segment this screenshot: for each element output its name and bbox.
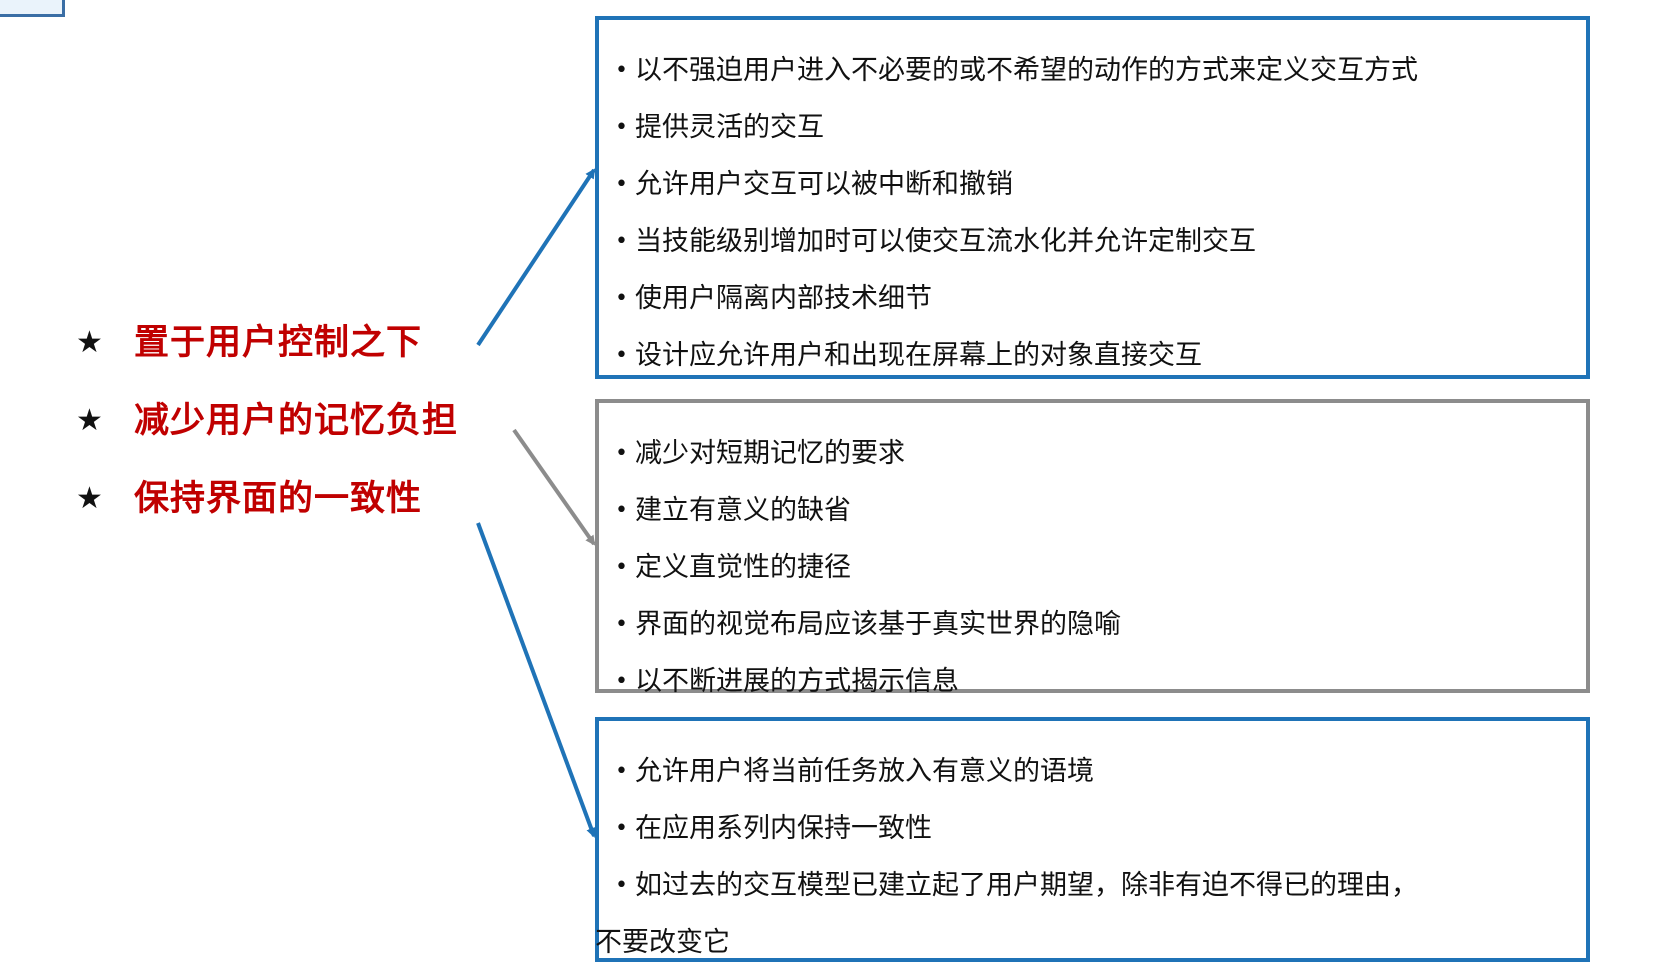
guideline-item: • 允许用户交互可以被中断和撤销 xyxy=(615,156,1568,213)
guideline-continuation: 不要改变它 xyxy=(595,914,1568,971)
bullet-icon: • xyxy=(615,669,628,694)
connector-memory-load xyxy=(512,428,596,546)
bullet-icon: • xyxy=(615,115,628,140)
guideline-text: 使用户隔离内部技术细节 xyxy=(635,283,932,314)
guideline-text: 减少对短期记忆的要求 xyxy=(635,438,905,469)
guideline-list: • 允许用户将当前任务放入有意义的语境 • 在应用系列内保持一致性 • 如过去的交互模… xyxy=(595,743,1568,971)
guideline-item: • 建立有意义的缺省 xyxy=(615,482,1568,539)
guideline-text: 以不断进展的方式揭示信息 xyxy=(635,666,959,697)
user-control-guidelines-box: •以不强迫用户进入不必要的或不希望的动作的方式来定义交互方式 •提供灵活的交互 … xyxy=(595,16,1590,379)
guideline-list: •以不强迫用户进入不必要的或不希望的动作的方式来定义交互方式 •提供灵活的交互 … xyxy=(615,42,1568,384)
connector-user-control xyxy=(476,168,596,347)
bullet-icon: • xyxy=(615,441,628,466)
bullet-icon: • xyxy=(615,555,628,580)
bullet-icon: • xyxy=(615,873,628,898)
principle-label: 置于用户控制之下 xyxy=(134,323,423,363)
principle-memory-load: ★ 减少用户的记忆负担 xyxy=(76,400,458,478)
principle-consistency: ★ 保持界面的一致性 xyxy=(76,478,458,556)
guideline-text: 以不强迫用户进入不必要的或不希望的动作的方式来定义交互方式 xyxy=(635,55,1418,86)
guideline-text: 当技能级别增加时可以使交互流水化并允许定制交互 xyxy=(635,226,1256,257)
guideline-text: 不要改变它 xyxy=(595,927,730,958)
guideline-item: • 减少对短期记忆的要求 xyxy=(615,425,1568,482)
guideline-item: • 设计应允许用户和出现在屏幕上的对象直接交互 xyxy=(615,327,1568,384)
bullet-icon: • xyxy=(615,759,628,784)
guideline-item: • 使用户隔离内部技术细节 xyxy=(615,270,1568,327)
star-icon: ★ xyxy=(76,325,103,360)
bullet-icon: • xyxy=(615,229,628,254)
guideline-item: • 以不断进展的方式揭示信息 xyxy=(615,653,1568,710)
guideline-item: • 界面的视觉布局应该基于真实世界的隐喻 xyxy=(615,596,1568,653)
guideline-text: 界面的视觉布局应该基于真实世界的隐喻 xyxy=(635,609,1121,640)
bullet-icon: • xyxy=(615,286,628,311)
guideline-text: 允许用户交互可以被中断和撤销 xyxy=(635,169,1013,200)
memory-load-guidelines-box: • 减少对短期记忆的要求 • 建立有意义的缺省 • 定义直觉性的捷径 • 界面的视觉布局… xyxy=(595,399,1590,697)
principle-label: 减少用户的记忆负担 xyxy=(134,401,459,441)
bullet-icon: • xyxy=(615,498,628,523)
principle-list: ★ 置于用户控制之下 ★ 减少用户的记忆负担 ★ 保持界面的一致性 xyxy=(76,322,458,556)
guideline-text: 建立有意义的缺省 xyxy=(635,495,851,526)
guideline-item: • 定义直觉性的捷径 xyxy=(615,539,1568,596)
star-icon: ★ xyxy=(76,403,103,438)
guideline-item: • 允许用户将当前任务放入有意义的语境 xyxy=(615,743,1568,800)
bullet-icon: • xyxy=(615,612,628,637)
guideline-text: 在应用系列内保持一致性 xyxy=(635,813,932,844)
guideline-text: 如过去的交互模型已建立起了用户期望，除非有迫不得已的理由， xyxy=(635,870,1418,901)
guideline-text: 允许用户将当前任务放入有意义的语境 xyxy=(635,756,1094,787)
guideline-item: • 在应用系列内保持一致性 xyxy=(615,800,1568,857)
connector-consistency xyxy=(476,522,596,838)
guideline-text: 定义直觉性的捷径 xyxy=(635,552,851,583)
bullet-icon: • xyxy=(615,343,628,368)
bullet-icon: • xyxy=(615,58,628,83)
guideline-text: 提供灵活的交互 xyxy=(635,112,824,143)
bullet-icon: • xyxy=(615,172,628,197)
corner-frame-fragment xyxy=(0,0,65,17)
guideline-item: • 如过去的交互模型已建立起了用户期望，除非有迫不得已的理由， xyxy=(615,857,1568,914)
principle-user-control: ★ 置于用户控制之下 xyxy=(76,322,458,400)
star-icon: ★ xyxy=(76,481,103,516)
principle-label: 保持界面的一致性 xyxy=(134,479,423,519)
bullet-icon: • xyxy=(615,816,628,841)
guideline-text: 设计应允许用户和出现在屏幕上的对象直接交互 xyxy=(635,340,1202,371)
guideline-list: • 减少对短期记忆的要求 • 建立有意义的缺省 • 定义直觉性的捷径 • 界面的视觉布局… xyxy=(615,425,1568,710)
guideline-item: • 提供灵活的交互 xyxy=(615,99,1568,156)
guideline-item: • 当技能级别增加时可以使交互流水化并允许定制交互 xyxy=(615,213,1568,270)
consistency-guidelines-box: • 允许用户将当前任务放入有意义的语境 • 在应用系列内保持一致性 • 如过去的交互模… xyxy=(595,717,1590,962)
guideline-item: • 以不强迫用户进入不必要的或不希望的动作的方式来定义交互方式 xyxy=(615,42,1568,99)
